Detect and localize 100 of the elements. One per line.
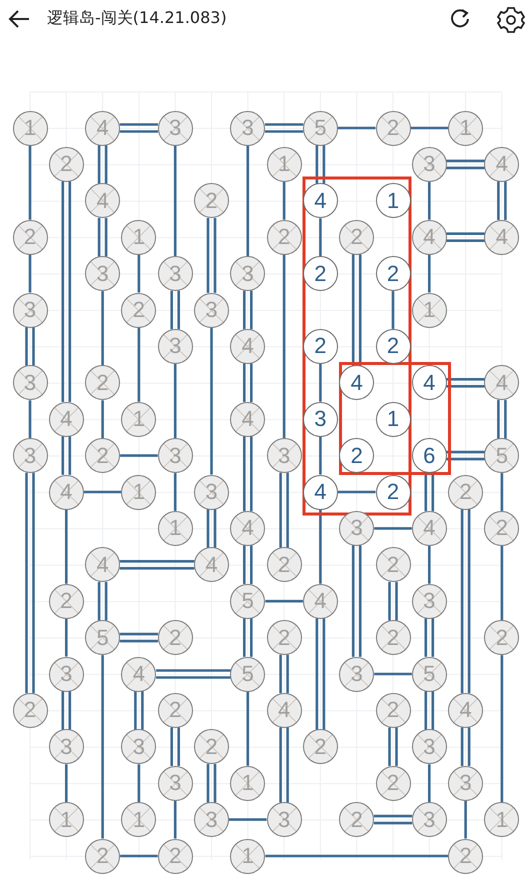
bridge-line	[395, 582, 398, 620]
island-circle: 1	[448, 110, 484, 146]
bridge-line	[286, 472, 289, 548]
island-circle: 3	[121, 729, 156, 764]
island-circle: 4	[484, 146, 520, 182]
island-circle: 2	[266, 620, 302, 656]
island-circle: 3	[302, 402, 338, 437]
bridge-line	[446, 450, 485, 454]
bridge-line	[229, 818, 267, 821]
bridge-line	[374, 814, 412, 818]
bridge-line	[424, 618, 428, 657]
bridge-line	[428, 254, 431, 292]
bridge-line	[62, 182, 64, 402]
island-circle: 4	[302, 474, 338, 510]
island-circle: 3	[194, 802, 229, 838]
bridge-line	[25, 472, 28, 694]
bridge-line	[68, 436, 72, 475]
bridge-line	[424, 472, 428, 512]
bridge-line	[500, 655, 504, 802]
island-circle: 2	[448, 838, 484, 874]
bridge-line	[210, 328, 213, 474]
bridge-line	[428, 546, 431, 584]
bridge-line	[500, 546, 504, 620]
bridge-line	[28, 400, 32, 438]
bridge-line	[243, 436, 246, 512]
bridge-line	[138, 764, 140, 802]
bridge-line	[374, 527, 412, 530]
bridge-line	[250, 364, 253, 402]
island-circle: 1	[266, 146, 302, 182]
island-circle: 2	[158, 838, 193, 874]
bridge-line	[138, 254, 140, 292]
bridge-line	[243, 546, 246, 584]
bridge-line	[322, 145, 326, 184]
bridge-line	[352, 254, 354, 366]
bridge-line	[104, 145, 108, 184]
bridge-line	[174, 146, 176, 256]
bridge-line	[282, 254, 286, 438]
island-circle: 3	[85, 256, 120, 292]
bridge-line	[120, 567, 194, 570]
bridge-line	[322, 618, 326, 730]
island-circle: 2	[339, 438, 374, 474]
island-circle: 2	[484, 510, 520, 546]
bridge-line	[120, 640, 158, 642]
island-circle: 4	[302, 183, 338, 218]
bridge-line	[319, 364, 322, 402]
island-circle: 1	[376, 183, 410, 218]
island-circle: 4	[412, 365, 447, 400]
bridge-line	[134, 691, 137, 730]
island-circle: 1	[121, 474, 156, 510]
island-circle: 2	[266, 547, 302, 582]
island-circle: 2	[302, 328, 338, 364]
island-circle: 2	[376, 474, 410, 510]
bridge-line	[460, 728, 464, 766]
island-circle: 3	[48, 729, 84, 764]
island-circle: 4	[85, 110, 120, 146]
island-circle: 5	[302, 110, 338, 146]
bridge-line	[120, 854, 158, 858]
island-circle: 2	[12, 692, 48, 728]
island-circle: 5	[484, 438, 520, 474]
bridge-line	[62, 691, 64, 730]
bridge-line	[243, 364, 246, 402]
island-circle: 3	[158, 256, 193, 292]
island-circle: 6	[412, 438, 447, 474]
bridge-line	[98, 145, 100, 184]
bridge-line	[250, 436, 253, 512]
island-circle: 4	[230, 402, 266, 437]
bridge-line	[120, 130, 158, 133]
bridge-line	[141, 691, 144, 730]
island-circle: 2	[339, 220, 374, 255]
island-circle: 2	[85, 365, 120, 400]
title-text: 逻辑岛-闯关(14.21.083)	[47, 8, 227, 29]
bridge-line	[446, 239, 485, 242]
bridge-line	[98, 582, 100, 620]
bridge-line	[28, 254, 32, 292]
island-circle: 4	[484, 365, 520, 400]
bridge-line	[374, 672, 412, 676]
bridge-line	[286, 728, 289, 802]
island-circle: 4	[412, 510, 447, 546]
bridge-line	[446, 458, 485, 460]
bridge-line	[101, 400, 104, 438]
bridge-line	[446, 385, 485, 388]
bridge-line	[65, 618, 68, 656]
island-circle: 2	[376, 692, 410, 728]
bridge-line	[432, 472, 434, 512]
bridge-line	[286, 654, 289, 694]
bridge-line	[120, 632, 158, 636]
bridge-line	[316, 145, 318, 184]
bridge-line	[101, 291, 104, 366]
island-circle: 3	[412, 146, 447, 182]
bridge-line	[243, 290, 246, 330]
island-circle: 3	[339, 510, 374, 546]
bridge-line	[156, 669, 231, 672]
bridge-line	[32, 327, 35, 366]
bridge-line	[65, 764, 68, 802]
island-circle: 4	[266, 692, 302, 728]
island-circle: 2	[158, 692, 193, 728]
island-circle: 1	[158, 510, 193, 546]
bridge-line	[177, 728, 180, 766]
island-circle: 2	[339, 802, 374, 838]
island-circle: 2	[266, 220, 302, 255]
